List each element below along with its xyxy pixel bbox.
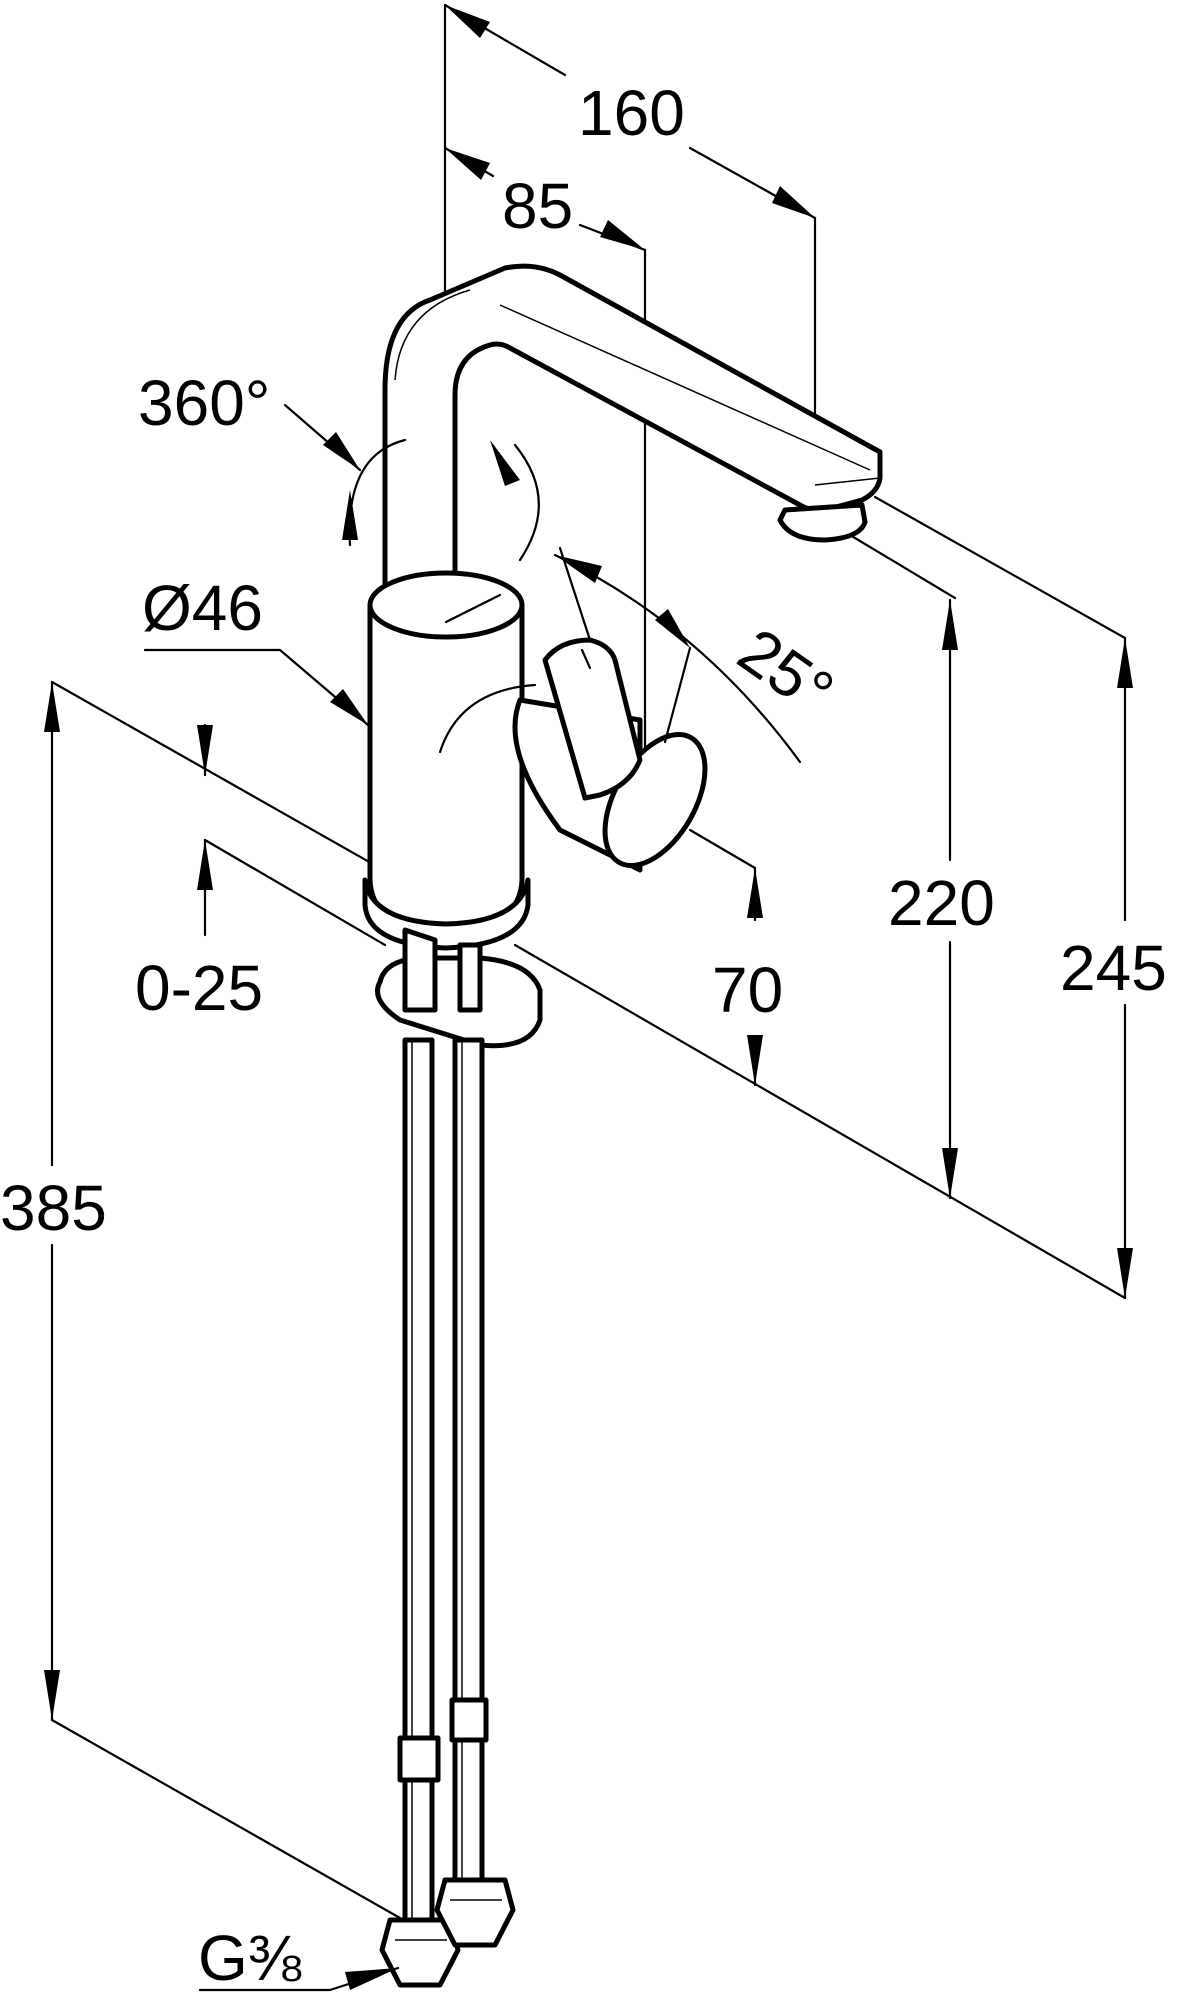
- dim-245-label: 245: [1060, 932, 1167, 1004]
- dimension-labels: 160 85 360° Ø46 25° 220 245 70 0-25 385 …: [0, 77, 1167, 1994]
- dim-thread-label: G⅜: [198, 1922, 302, 1994]
- dim-385-label: 385: [0, 1172, 107, 1244]
- supply-hoses: [379, 1037, 516, 1988]
- dim-70-label: 70: [712, 954, 783, 1026]
- dim-220-label: 220: [888, 867, 995, 939]
- dim-deck-label: 0-25: [135, 952, 263, 1024]
- dim-85-label: 85: [502, 170, 573, 242]
- faucet-body: [348, 263, 883, 1049]
- dimension-lines: [44, 3, 1133, 1992]
- dim-160-label: 160: [578, 77, 685, 149]
- dim-diameter-label: Ø46: [142, 572, 263, 644]
- dim-lever-angle-label: 25°: [726, 614, 847, 728]
- dim-360-label: 360°: [138, 367, 270, 439]
